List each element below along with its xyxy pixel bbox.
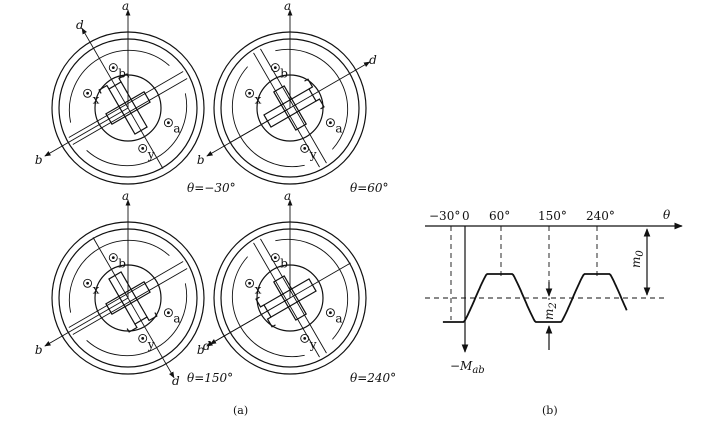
theta-axis-label: θ <box>663 208 671 222</box>
coil-label-b: b <box>280 67 288 81</box>
axis-d-label: d <box>203 339 211 353</box>
coil-label-b: b <box>118 67 126 81</box>
axis-d-label: d <box>172 374 180 388</box>
axis-b-label: b <box>197 153 205 167</box>
coil-label-b: b <box>118 257 126 271</box>
machine-2: a b x y a b d θ=60° <box>197 0 389 195</box>
axis-b <box>44 107 129 157</box>
axis-d <box>229 61 371 144</box>
m0-label: m0 <box>629 250 646 268</box>
tick-0: 0 <box>462 209 470 223</box>
coil-label-y: y <box>309 147 317 161</box>
coil-label-a: a <box>173 122 180 136</box>
tick-240: 240° <box>586 209 615 223</box>
tick-150: 150° <box>538 209 567 223</box>
coil-label-a: a <box>335 122 342 136</box>
m2-label: m2 <box>542 302 559 320</box>
axis-b-label: b <box>35 343 43 357</box>
caption-b: (b) <box>542 404 558 417</box>
coil-label-x: x <box>93 282 100 296</box>
waveform-curve <box>442 273 628 323</box>
coil-label-x: x <box>93 92 100 106</box>
theta-label: θ=60° <box>350 181 389 195</box>
theta-label: θ=240° <box>350 371 396 385</box>
coil-label-x: x <box>255 92 262 106</box>
coil-label-y: y <box>147 147 155 161</box>
caption-a: (a) <box>233 404 248 417</box>
coil-label-a: a <box>335 312 342 326</box>
coil-label-b: b <box>280 257 288 271</box>
axis-a-label: a <box>284 0 291 13</box>
theta-label: θ=150° <box>187 371 233 385</box>
axis-a-label: a <box>122 189 129 203</box>
axis-b <box>44 297 129 347</box>
axis-d <box>92 237 175 379</box>
axis-d-label: d <box>369 53 377 67</box>
m-axis-label: −Mab <box>450 359 485 376</box>
theta-label: θ=−30° <box>187 181 236 195</box>
axis-d <box>81 27 164 169</box>
axis-d <box>209 262 351 345</box>
axis-d-label: d <box>76 18 84 32</box>
mutual-inductance-plot: θ −Mab −30° 0 60° 150° 240° m0 m2 <box>425 208 683 376</box>
coil-label-y: y <box>147 337 155 351</box>
axis-a-label: a <box>122 0 129 13</box>
machine-1: a b x y a b d θ=−30° <box>35 0 236 195</box>
coil-label-y: y <box>309 337 317 351</box>
coil-label-x: x <box>255 282 262 296</box>
coil-label-a: a <box>173 312 180 326</box>
tick-60: 60° <box>489 209 510 223</box>
axis-b-label: b <box>197 343 205 357</box>
axis-a-label: a <box>284 189 291 203</box>
axis-b-label: b <box>35 153 43 167</box>
tick-neg30: −30° <box>429 209 460 223</box>
